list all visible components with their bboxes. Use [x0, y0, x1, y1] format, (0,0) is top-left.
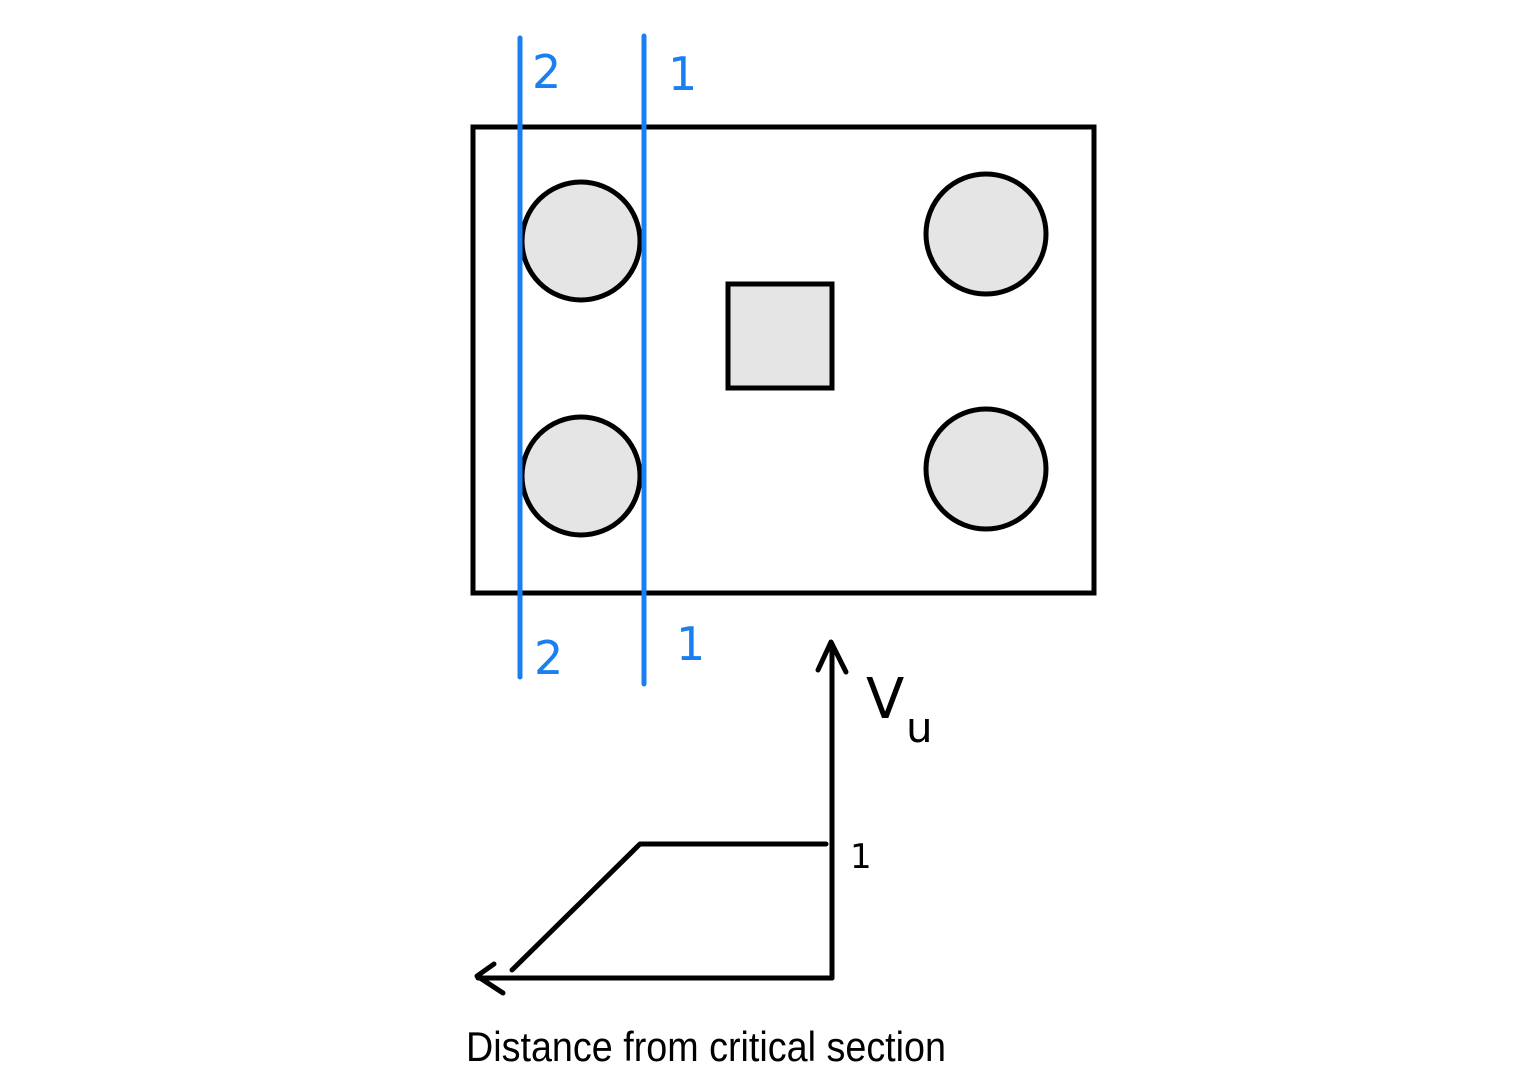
pile-bottom-right [923, 406, 1049, 532]
section-2-bottom-label: 2 [534, 631, 563, 685]
pile-bottom-left [519, 414, 643, 538]
column [725, 281, 835, 391]
x-axis-arrow-icon [474, 961, 506, 996]
shear-curve [509, 841, 829, 973]
x-axis-label: Distance from critical section [466, 1023, 946, 1070]
y-axis-label-main: V [866, 667, 904, 732]
section-1-bottom-label: 1 [676, 617, 705, 671]
pile-top-left [519, 179, 643, 303]
pile-top-right [923, 171, 1049, 297]
y-axis-label-sub: u [906, 703, 933, 752]
section-1-top-label: 1 [668, 47, 697, 101]
section-2-top-label: 2 [532, 45, 561, 99]
y-axis-arrow-icon [815, 639, 849, 675]
pile-cap-outline [470, 124, 1097, 596]
level-1-label: 1 [850, 837, 872, 877]
